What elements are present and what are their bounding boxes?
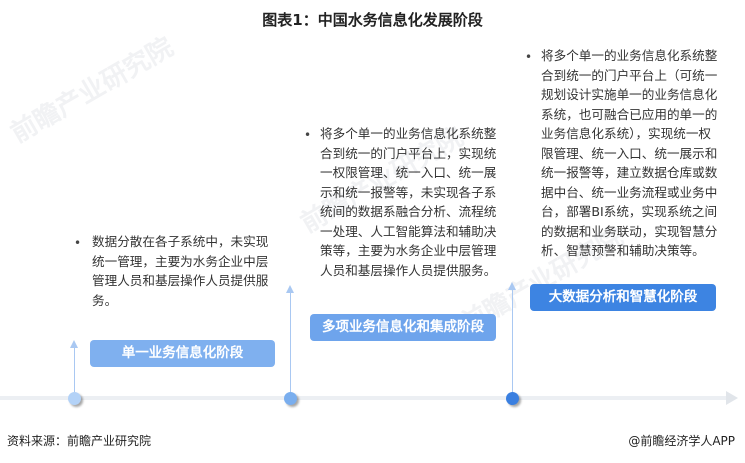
stage-3-description: 将多个单一的业务信息化系统整合到统一的门户平台上（可统一规划设计实施单一的业务信… [541, 46, 717, 261]
description-line: 管理人员和基层操作人员提供服 [92, 273, 269, 288]
description-line: 统间的数据系融合分析、流程统 [320, 204, 497, 219]
description-line: 数据分散在各子系统中，未实现 [92, 234, 269, 249]
description-line: 系统，也可融合已应用的单一的 [541, 106, 718, 122]
timeline-dot-1 [68, 392, 81, 405]
description-line: 据中台、统一业务流程或业务中 [541, 184, 718, 200]
stage-2-label: 多项业务信息化和集成阶段 [310, 314, 496, 341]
description-line: 将多个单一的业务信息化系统整 [541, 48, 718, 63]
timeline-dot-2 [284, 392, 297, 405]
stage-1-description: 数据分散在各子系统中，未实现统一管理，主要为水务企业中层管理人员和基层操作人员提… [92, 232, 268, 310]
bullet: • [525, 50, 533, 64]
connector-line [290, 291, 291, 398]
watermark: 前瞻产业研究院 [5, 32, 179, 150]
description-line: 将多个单一的业务信息化系统整 [320, 126, 497, 141]
description-line: 策等，主要为水务企业中层管理 [320, 243, 497, 258]
arrow-up-icon [508, 282, 516, 290]
stage-2-description: 将多个单一的业务信息化系统整合到统一的门户平台上，实现统一权限管理、统一入口、统… [320, 124, 496, 280]
stage-3-label: 大数据分析和智慧化阶段 [530, 284, 716, 311]
connector-line [74, 346, 75, 398]
connector-line [512, 288, 513, 398]
description-line: 人员和基层操作人员提供服务。 [320, 262, 497, 278]
description-line: 业务信息化系统），实现统一权 [541, 126, 712, 141]
description-line: 析、智慧预警和辅助决策等。 [541, 243, 705, 258]
timeline-arrow-icon [726, 391, 738, 405]
timeline-axis [0, 396, 728, 400]
description-line: 合到统一的门户平台上，实现统 [320, 145, 497, 161]
description-line: 合到统一的门户平台上（可统一 [541, 67, 718, 83]
description-line: 一处理、人工智能算法和辅助决 [320, 223, 497, 239]
arrow-up-icon [70, 340, 78, 348]
bullet: • [74, 236, 82, 250]
stage-1-label: 单一业务信息化阶段 [90, 340, 275, 367]
brand-credit: @前瞻经济学人APP [628, 434, 735, 448]
description-line: 限管理、统一入口、统一展示和 [541, 145, 718, 161]
source-note: 资料来源：前瞻产业研究院 [7, 434, 152, 448]
description-line: 的数据和业务联动，实现智慧分 [541, 223, 718, 239]
description-line: 务。 [92, 292, 118, 308]
page-title: 图表1：中国水务信息化发展阶段 [262, 11, 483, 29]
description-line: 规划设计实施单一的业务信息化 [541, 87, 718, 102]
description-line: 台，部署BI系统，实现系统之间 [541, 204, 718, 219]
description-line: 示和统一报警等，未实现各子系 [320, 184, 497, 200]
bullet: • [304, 128, 312, 142]
arrow-up-icon [286, 285, 294, 293]
description-line: 统一管理，主要为水务企业中层 [92, 253, 269, 269]
description-line: 一权限管理、统一入口、统一展 [320, 165, 497, 180]
description-line: 统一报警等，建立数据仓库或数 [541, 165, 718, 180]
timeline-dot-3 [506, 392, 519, 405]
